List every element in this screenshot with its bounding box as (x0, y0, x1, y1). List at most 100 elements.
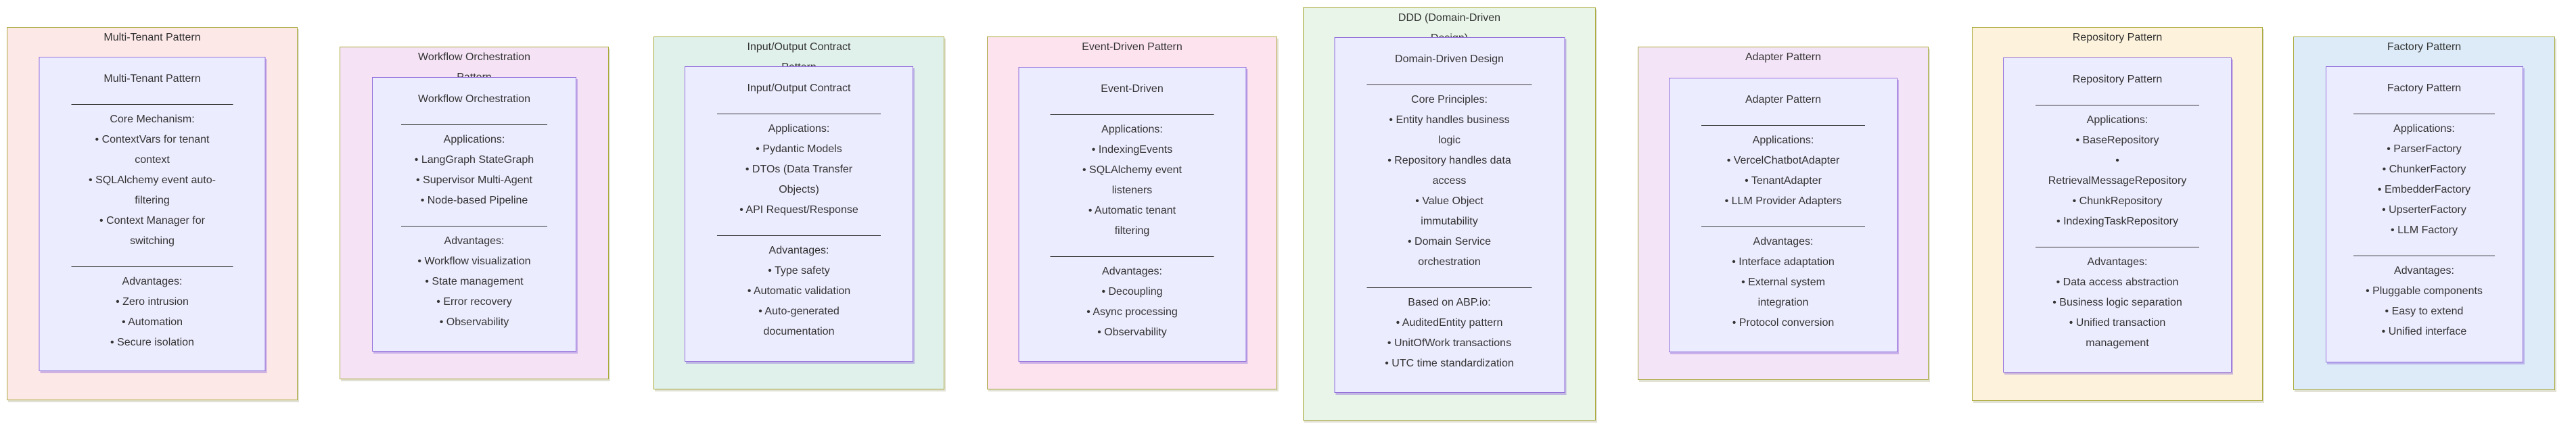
card-title-line: Event-Driven (1101, 83, 1164, 95)
card-text-line: documentation (763, 326, 835, 337)
card-outer-title: Event-Driven Pattern (988, 37, 1276, 57)
card-title-line: Repository Pattern (2072, 74, 2163, 85)
card-bullet-line: • Type safety (768, 265, 830, 277)
card-bullet-line: • BaseRepository (2075, 135, 2159, 146)
card-header-line: Based on ABP.io: (1408, 297, 1491, 308)
card-outer-title-text: Event-Driven Pattern (1082, 41, 1182, 53)
card-bullet-line: • Node-based Pipeline (420, 195, 528, 206)
card-bullet-line: • IndexingTaskRepository (2056, 216, 2178, 227)
card-text-line: filtering (1114, 225, 1150, 237)
card-header-line: Advantages: (444, 235, 505, 247)
card-bullet-line: • ChunkRepository (2072, 195, 2163, 207)
card-outer-title: Multi-Tenant Pattern (7, 28, 297, 48)
card-bullet-line: • DTOs (Data Transfer (745, 164, 853, 175)
card-bullet-line: • Zero intrusion (116, 296, 189, 308)
section-divider (2353, 99, 2495, 114)
card-header-line: Applications: (2086, 114, 2148, 126)
card-bullet-line: • EmbedderFactory (2377, 184, 2471, 195)
section-divider (717, 220, 881, 236)
card-bullet-line: • LLM Provider Adapters (1724, 195, 1842, 207)
section-divider (2353, 241, 2495, 256)
card-bullet-line: • Observability (1097, 327, 1167, 338)
card-bullet-line: • Supervisor Multi-Agent (416, 174, 532, 186)
card-bullet-line: • Repository handles data (1387, 155, 1511, 166)
card-bullet-line: • IndexingEvents (1091, 144, 1173, 156)
card-bullet-line: • Interface adaptation (1732, 256, 1835, 268)
section-divider (1701, 212, 1865, 227)
card-text-line: logic (1438, 135, 1460, 146)
card-outer-title: Factory Pattern (2294, 37, 2554, 57)
card-outer-title-text: Repository Pattern (2072, 32, 2163, 43)
card-bullet-line: • ChunkerFactory (2382, 164, 2466, 175)
card-bullet-line: • State management (425, 276, 524, 287)
section-divider (71, 252, 233, 267)
card-bullet-line: • VercelChatbotAdapter (1726, 155, 1840, 166)
card-bullet-line: • AuditedEntity pattern (1396, 317, 1503, 329)
card-text-line: integration (1757, 297, 1809, 308)
card-title-line: Adapter Pattern (1745, 94, 1822, 105)
card-header-line: Applications: (768, 123, 830, 135)
section-divider (1050, 241, 1214, 257)
card-bullet-line: • Pydantic Models (756, 143, 842, 155)
card-bullet-line: • Observability (439, 316, 509, 328)
card-bullet-line: • Async processing (1086, 306, 1178, 318)
card-bullet-line: • Value Object (1415, 195, 1484, 207)
card-title-line: Workflow Orchestration (418, 93, 530, 105)
card-text-line: filtering (135, 195, 170, 206)
card-bullet-line: • Context Manager for (99, 215, 205, 226)
card-bullet-line: • LLM Factory (2391, 224, 2458, 236)
card-bullet-line: • Entity handles business (1389, 114, 1510, 126)
card-outer-title: Adapter Pattern (1638, 47, 1928, 68)
card-header-line: Advantages: (768, 245, 829, 256)
card-bullet-line: • API Request/Response (739, 204, 858, 216)
card-text-line: context (135, 154, 170, 166)
card-header-line: Applications: (1101, 124, 1163, 135)
card-bullet-line: • (2115, 155, 2119, 166)
card-text-line: listeners (1111, 185, 1153, 196)
card-text-line: Objects) (779, 184, 819, 195)
section-divider (717, 99, 881, 114)
card-header-line: Applications: (443, 134, 505, 145)
card-bullet-line: • Business logic separation (2052, 297, 2182, 308)
card-text-line: management (2086, 337, 2149, 349)
card-title-line: Multi-Tenant Pattern (104, 73, 201, 85)
section-divider (1366, 70, 1532, 85)
section-divider (1366, 272, 1532, 288)
card-text-line: immutability (1421, 216, 1478, 227)
card-bullet-line: • Automatic tenant (1088, 205, 1176, 216)
card-bullet-line: • Easy to extend (2385, 306, 2464, 317)
card-header-line: Core Principles: (1411, 94, 1488, 105)
card-title-line: Input/Output Contract (747, 82, 851, 94)
card-bullet-line: • UpserterFactory (2382, 204, 2466, 216)
card-header-line: Applications: (1752, 135, 1814, 146)
card-bullet-line: • Decoupling (1101, 286, 1163, 297)
card-bullet-line: • UnitOfWork transactions (1387, 337, 1512, 349)
card-bullet-line: • Automation (121, 316, 183, 328)
card-bullet-line: • LangGraph StateGraph (414, 154, 534, 166)
pattern-card-2: Workflow Orchestration Pattern Workflow … (340, 47, 609, 379)
card-header-line: Advantages: (2087, 256, 2148, 268)
card-header-line: Applications: (2393, 123, 2455, 135)
card-title-line: Domain-Driven Design (1395, 53, 1504, 65)
card-bullet-line: • TenantAdapter (1745, 175, 1822, 187)
card-bullet-line: • Unified transaction (2069, 317, 2166, 329)
card-bullet-line: • Error recovery (436, 296, 512, 308)
card-header-line: Advantages: (2394, 265, 2454, 277)
card-bullet-line: • Automatic validation (747, 285, 851, 297)
card-bullet-line: • SQLAlchemy event auto- (89, 174, 216, 186)
